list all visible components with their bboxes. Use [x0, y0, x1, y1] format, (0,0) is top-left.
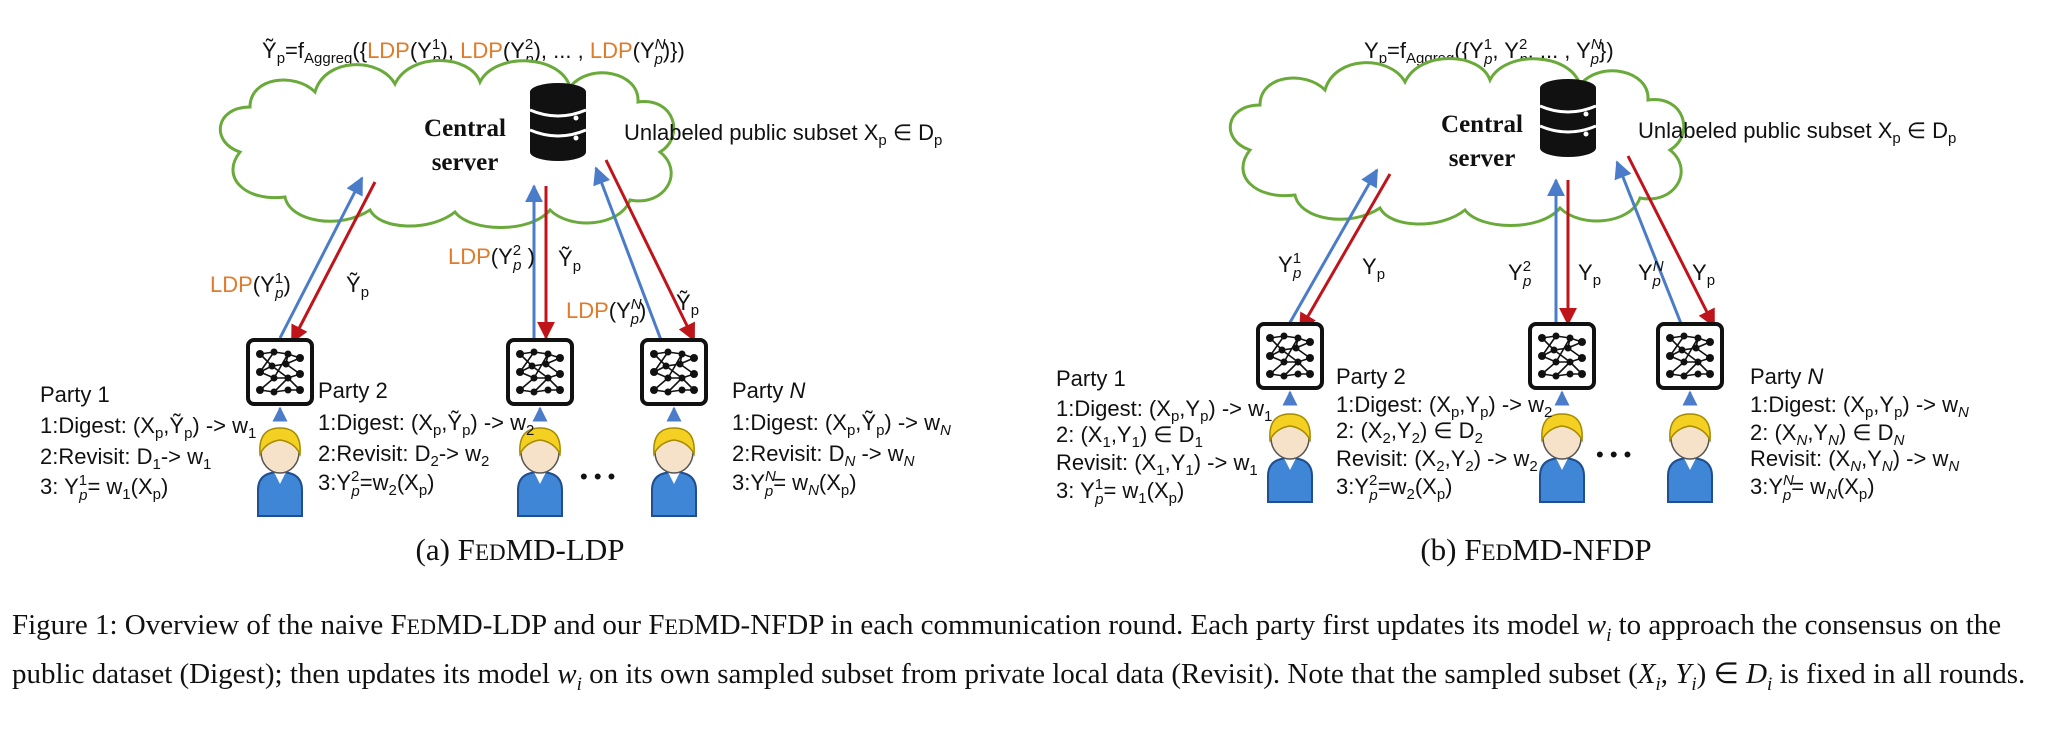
- party1-title-a: Party 1: [40, 382, 110, 407]
- server-label-line2-a: server: [432, 149, 499, 176]
- partyN-title-a: Party N: [732, 378, 805, 403]
- download-label-party2-b: Yp: [1578, 260, 1601, 289]
- party1-title-b: Party 1: [1056, 366, 1126, 391]
- upload-arrow-party1-a: [278, 176, 364, 339]
- svg-text:2: (XN,YN) ∈ DN: 2: (XN,YN) ∈ DN: [1750, 420, 1905, 449]
- neural-network-icon-party2-a: [506, 338, 574, 406]
- svg-text:3:YNp= wN(Xp): 3:YNp= wN(Xp): [1750, 472, 1875, 504]
- central-server-cloud-a: [218, 59, 676, 229]
- server-label-line1-a: Central: [424, 115, 506, 142]
- partyN-text-a: Party N 1:Digest: (Xp,Ỹp) -> wN 2:Revisi…: [732, 378, 951, 500]
- svg-text:1:Digest: (Xp,Yp) -> w2: 1:Digest: (Xp,Yp) -> w2: [1336, 392, 1552, 421]
- neural-network-icon-partyN-b: [1656, 322, 1724, 390]
- download-arrow-partyN-b: [1626, 155, 1716, 328]
- subfigure-caption-b: (b) FEDMD-NFDP: [1420, 532, 1651, 567]
- party2-text-a: Party 2 1:Digest: (Xp,Ỹp) -> w2 2:Revisi…: [318, 378, 534, 500]
- neural-network-icon-partyN-a: [640, 338, 708, 406]
- person-icon-party1-a: [257, 427, 303, 517]
- download-label-party1-b: Yp: [1362, 254, 1385, 283]
- download-label-partyN-b: Yp: [1692, 260, 1715, 289]
- svg-text:3:Y2p=w2(Xp): 3:Y2p=w2(Xp): [318, 468, 434, 500]
- figure-caption: Figure 1: Overview of the naive FEDMD-LD…: [12, 609, 2026, 695]
- server-label-line2-b: server: [1449, 145, 1516, 172]
- neural-network-icon-party1-b: [1256, 322, 1324, 390]
- central-server-cloud-b: [1228, 57, 1686, 227]
- svg-text:3:Y2p=w2(Xp): 3:Y2p=w2(Xp): [1336, 472, 1452, 504]
- person-icon-partyN-b: [1667, 413, 1713, 503]
- party2-title-b: Party 2: [1336, 364, 1406, 389]
- svg-text:3:YNp= wN(Xp): 3:YNp= wN(Xp): [732, 468, 857, 500]
- party1-text-b: Party 1 1:Digest: (Xp,Yp) -> w1 2: (X1,Y…: [1056, 366, 1272, 508]
- database-icon-b: [1538, 77, 1598, 159]
- aggregation-formula-a: Ỹp=fAggreg({LDP(Y1p), LDP(Y2p), ... , LD…: [262, 36, 685, 68]
- neural-network-icon-party1-a: [246, 338, 314, 406]
- svg-text:Revisit: (X1,Y1) -> w1: Revisit: (X1,Y1) -> w1: [1056, 450, 1258, 479]
- public-subset-label-b: Unlabeled public subset Xp ∈ Dp: [1638, 118, 1956, 147]
- svg-text:2:Revisit: DN -> wN: 2:Revisit: DN -> wN: [732, 441, 915, 470]
- panel-b: Yp=fAggreg({Y1p, Y2p, ... , YNp}) Centra…: [1056, 36, 1969, 567]
- svg-text:2: (X1,Y1) ∈ D1: 2: (X1,Y1) ∈ D1: [1056, 422, 1203, 451]
- svg-text:1:Digest: (Xp,Ỹp) -> w2: 1:Digest: (Xp,Ỹp) -> w2: [318, 410, 534, 439]
- svg-text:1:Digest: (Xp,Yp) -> wN: 1:Digest: (Xp,Yp) -> wN: [1750, 392, 1969, 421]
- upload-arrow-party1-b: [1286, 168, 1379, 327]
- person-icon-party2-b: [1539, 413, 1585, 503]
- neural-network-icon-party2-b: [1528, 322, 1596, 390]
- tilde-yp-label-party2-a: Ỹp: [558, 246, 581, 275]
- party2-title-a: Party 2: [318, 378, 388, 403]
- svg-text:1:Digest: (Xp,Yp) -> w1: 1:Digest: (Xp,Yp) -> w1: [1056, 396, 1272, 425]
- svg-text:Revisit: (XN,YN) -> wN: Revisit: (XN,YN) -> wN: [1750, 446, 1959, 475]
- svg-text:2: (X2,Y2) ∈ D2: 2: (X2,Y2) ∈ D2: [1336, 418, 1483, 447]
- download-arrow-partyN-a: [604, 159, 696, 342]
- svg-text:1:Digest: (Xp,Ỹp) -> wN: 1:Digest: (Xp,Ỹp) -> wN: [732, 410, 951, 439]
- upload-arrow-partyN-b: [1614, 160, 1684, 327]
- download-arrow-party1-a: [290, 181, 377, 344]
- partyN-title-b: Party N: [1750, 364, 1823, 389]
- person-icon-party1-b: [1267, 413, 1313, 503]
- tilde-yp-label-party1-a: Ỹp: [346, 272, 369, 301]
- public-subset-label-a: Unlabeled public subset Xp ∈ Dp: [624, 120, 942, 149]
- partyN-text-b: Party N 1:Digest: (Xp,Yp) -> wN 2: (XN,Y…: [1750, 364, 1969, 504]
- party1-text-a: Party 1 1:Digest: (Xp,Ỹp) -> w1 2:Revisi…: [40, 382, 256, 504]
- svg-text:3: Y1p= w1(Xp): 3: Y1p= w1(Xp): [1056, 476, 1184, 508]
- svg-text:3: Y1p= w1(Xp): 3: Y1p= w1(Xp): [40, 472, 168, 504]
- figure-canvas: Ỹp=fAggreg({LDP(Y1p), LDP(Y2p), ... , LD…: [40, 36, 1969, 567]
- svg-text:2:Revisit: D1-> w1: 2:Revisit: D1-> w1: [40, 444, 211, 473]
- svg-text:2:Revisit: D2-> w2: 2:Revisit: D2-> w2: [318, 441, 489, 470]
- tilde-yp-label-partyN-a: Ỹp: [676, 290, 699, 319]
- ellipsis-dots-a: • • •: [580, 464, 615, 489]
- download-arrow-party1-b: [1298, 173, 1392, 332]
- subfigure-caption-a: (a) FEDMD-LDP: [416, 532, 625, 567]
- svg-text:Revisit: (X2,Y2) -> w2: Revisit: (X2,Y2) -> w2: [1336, 446, 1538, 475]
- svg-text:1:Digest: (Xp,Ỹp) -> w1: 1:Digest: (Xp,Ỹp) -> w1: [40, 413, 256, 442]
- panel-a: Ỹp=fAggreg({LDP(Y1p), LDP(Y2p), ... , LD…: [40, 36, 951, 567]
- party2-text-b: Party 2 1:Digest: (Xp,Yp) -> w2 2: (X2,Y…: [1336, 364, 1552, 504]
- ellipsis-dots-b: • • •: [1596, 442, 1631, 467]
- database-icon-a: [528, 81, 588, 163]
- server-label-line1-b: Central: [1441, 111, 1523, 138]
- aggregation-formula-b: Yp=fAggreg({Y1p, Y2p, ... , YNp}): [1364, 36, 1614, 68]
- person-icon-partyN-a: [651, 427, 697, 517]
- person-icon-party2-a: [517, 427, 563, 517]
- upload-arrow-partyN-a: [593, 166, 663, 341]
